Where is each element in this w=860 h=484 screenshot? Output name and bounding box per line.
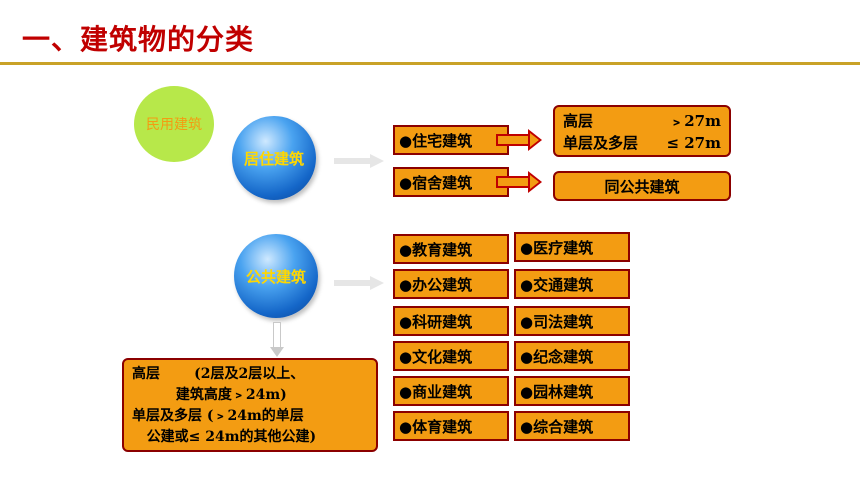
low-multi-label: 单层及多层 [563,134,639,152]
office-building: ●办公建筑 [393,269,509,299]
dormitory-building-item: ●宿舍建筑 [393,167,509,197]
residential-node: 居住建筑 [232,116,316,200]
housing-height-rules: 高层 ﹥27m 单层及多层 ≤ 27m [553,105,731,157]
definition-line-1: 高层 (2层及2层以上、 [132,366,305,382]
judicial-building: ●司法建筑 [514,306,630,336]
definition-line-3: 单层及多层 (﹥24m的单层 [132,408,304,424]
medical-building: ●医疗建筑 [514,232,630,262]
housing-building-item: ●住宅建筑 [393,125,509,155]
page-title: 一、建筑物的分类 [22,23,255,56]
definition-line-2: 建筑高度﹥24m) [132,387,287,403]
public-height-definition: 高层 (2层及2层以上、 建筑高度﹥24m) 单层及多层 (﹥24m的单层 公建… [122,358,378,452]
public-arrow [334,276,384,290]
high-rise-value: ﹥27m [669,112,721,130]
culture-building: ●文化建筑 [393,341,509,371]
high-rise-label: 高层 [563,112,594,130]
low-multi-value: ≤ 27m [666,134,721,152]
sports-building: ●体育建筑 [393,411,509,441]
dormitory-arrow [496,171,546,193]
garden-building: ●园林建筑 [514,376,630,406]
research-building: ●科研建筑 [393,306,509,336]
public-node: 公共建筑 [234,234,318,318]
dormitory-note: 同公共建筑 [553,171,731,201]
housing-arrow [496,129,546,151]
residential-arrow [334,154,384,168]
education-building: ●教育建筑 [393,234,509,264]
memorial-building: ●纪念建筑 [514,341,630,371]
public-definition-arrow [270,322,284,358]
title-divider [0,62,860,65]
transport-building: ●交通建筑 [514,269,630,299]
complex-building: ●综合建筑 [514,411,630,441]
definition-line-4: 公建或≤ 24m的其他公建) [132,429,317,445]
civil-building-node: 民用建筑 [134,86,214,162]
commercial-building: ●商业建筑 [393,376,509,406]
